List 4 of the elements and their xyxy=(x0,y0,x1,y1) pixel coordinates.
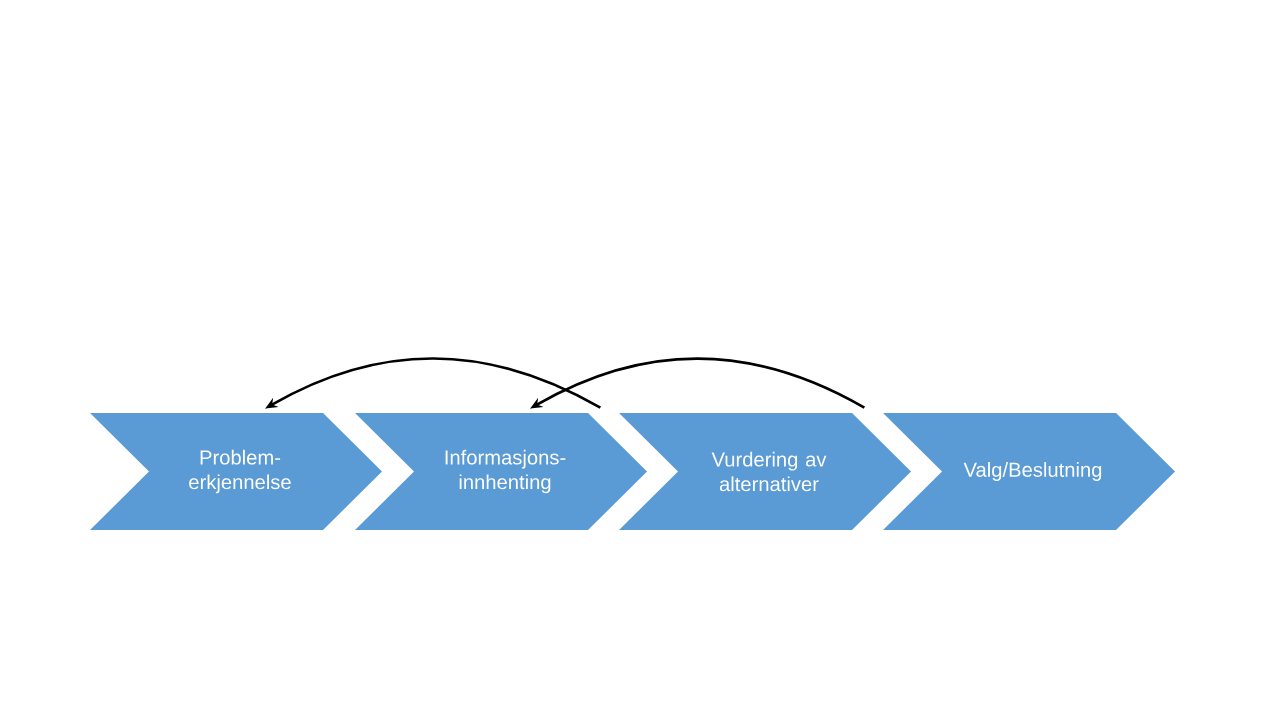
chevron-step: Informasjons- innhenting xyxy=(355,413,647,530)
chevron-step: Valg/Beslutning xyxy=(883,413,1175,530)
chevron-step: Problem- erkjennelse xyxy=(90,413,382,530)
chevron-step: Vurdering av alternativer xyxy=(619,413,911,530)
